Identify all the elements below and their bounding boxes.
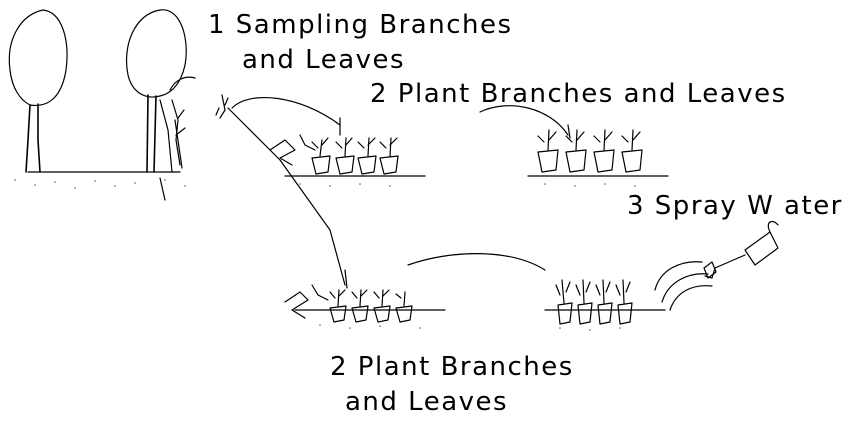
seedling-pot-icon: [575, 279, 593, 325]
water-spray-icon: [654, 261, 713, 311]
step2-bottom-label-line1: 2 Plant Branches: [330, 352, 574, 382]
arrow-to-top-right: [479, 105, 569, 136]
planting-row-top-right: [527, 129, 669, 187]
tree-icon: [8, 9, 68, 173]
seedling-pot-icon: [357, 137, 377, 175]
seedling-pot-icon: [593, 129, 615, 173]
step2-bottom-label-line2: and Leaves: [345, 387, 509, 417]
seedling-pot-icon: [537, 129, 559, 173]
seedling-pot-icon: [335, 137, 355, 175]
step1-label-line1: 1 Sampling Branches: [208, 10, 513, 40]
seedling-pot-icon: [555, 279, 573, 325]
tree-icon: [126, 9, 187, 173]
soil-dots: [14, 177, 186, 201]
planting-row-top-left: [269, 134, 426, 187]
cutting-icon: [215, 94, 229, 119]
step1-label-line2: and Leaves: [242, 45, 406, 75]
seedling-pot-icon: [615, 279, 633, 325]
seedling-pot-icon: [395, 291, 413, 323]
seedling-pot-icon: [373, 289, 391, 323]
hand-icon: [169, 76, 196, 166]
planting-row-bottom-left: [284, 284, 446, 329]
seedling-pot-icon: [621, 129, 643, 173]
seedling-pot-icon: [379, 137, 399, 175]
arrow-to-top-row: [231, 97, 341, 126]
arrow-to-bottom-right: [407, 253, 546, 271]
seedling-pot-icon: [311, 137, 331, 175]
seedling-pot-icon: [565, 129, 587, 173]
seedling-pot-icon: [329, 289, 347, 323]
arrow-to-bottom-left: [227, 107, 346, 286]
planting-row-bottom-right: [544, 279, 666, 331]
seedling-pot-icon: [595, 279, 613, 325]
seedling-pot-icon: [351, 289, 369, 323]
arrow-tip: [567, 124, 571, 139]
step3-label: 3 Spray W ater: [627, 191, 843, 221]
watering-can-icon: [703, 220, 779, 279]
arrow-tip: [344, 269, 348, 289]
step2-top-label: 2 Plant Branches and Leaves: [370, 79, 787, 109]
